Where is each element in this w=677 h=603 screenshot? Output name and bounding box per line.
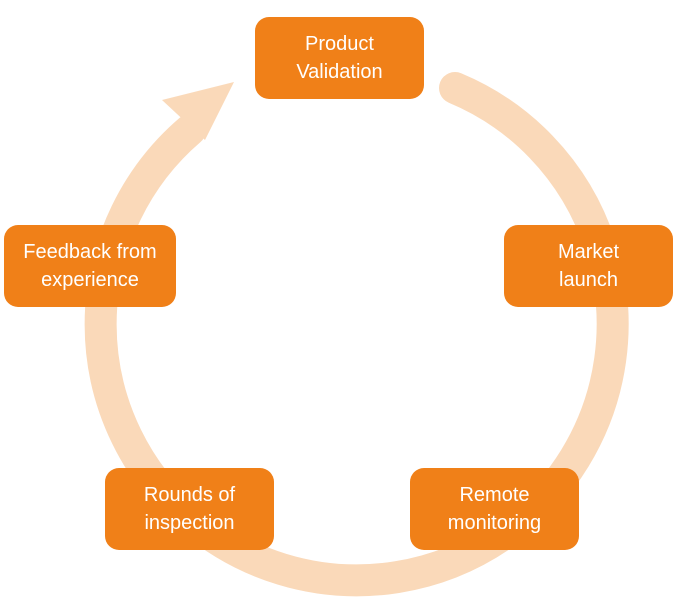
stage-market-launch: Market launch — [504, 225, 673, 307]
stage-label-line2: inspection — [144, 512, 235, 534]
cycle-arrowhead — [162, 82, 234, 140]
stage-label-line1: Product — [305, 33, 374, 55]
stage-feedback-from-experience: Feedback from experience — [4, 225, 176, 307]
stage-label-line2: monitoring — [447, 512, 542, 534]
stage-label-line2: Validation — [296, 61, 383, 83]
stage-label-line2: launch — [559, 269, 618, 291]
stage-label-line1: Rounds of — [143, 484, 236, 506]
stage-label-line1: Market — [557, 241, 620, 263]
stage-label-line1: Feedback from — [23, 241, 157, 263]
stage-rounds-of-inspection: Rounds of inspection — [105, 468, 274, 550]
stage-label-line1: Remote — [459, 484, 530, 506]
stage-label-line2: experience — [41, 269, 139, 291]
stage-product-validation: Product Validation — [255, 17, 424, 99]
stage-remote-monitoring: Remote monitoring — [410, 468, 579, 550]
